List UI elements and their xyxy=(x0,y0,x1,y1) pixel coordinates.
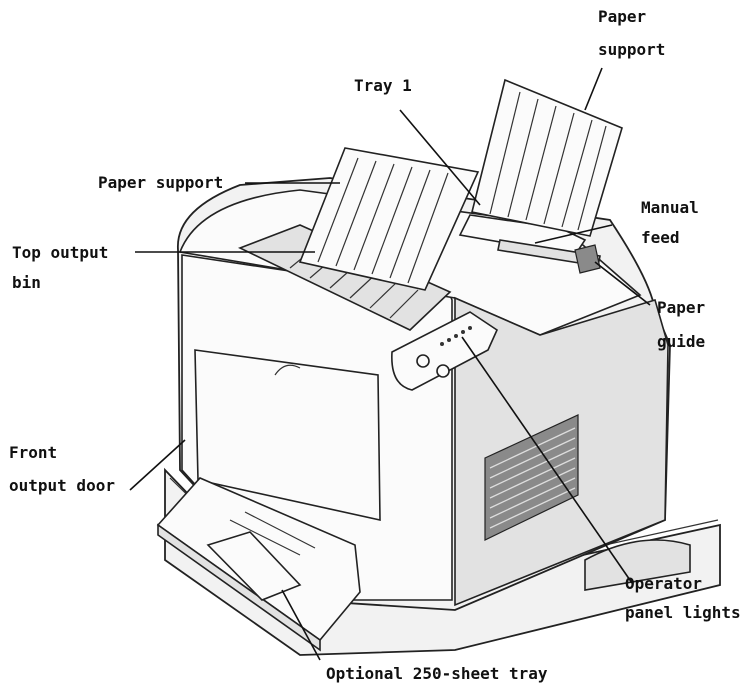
paper-guide-knob xyxy=(574,244,601,274)
left-support-ribs xyxy=(317,157,449,284)
label-paper-support-right-line2: support xyxy=(598,40,665,59)
leader-optional-tray xyxy=(281,589,321,661)
label-manual-feed-line2: feed xyxy=(641,228,680,247)
optional-tray-front xyxy=(157,523,321,652)
label-tray-1: Tray 1 xyxy=(354,76,412,95)
operator-panel xyxy=(391,311,499,391)
label-top-output-bin-line1: Top output xyxy=(12,243,108,262)
label-paper-guide-line1: Paper xyxy=(657,298,705,317)
label-top-output-bin-line2: bin xyxy=(12,273,41,292)
front-door-handle xyxy=(274,364,301,376)
vent-slats xyxy=(489,427,576,529)
leader-operator-panel-lights xyxy=(461,336,633,584)
label-paper-guide-line2: guide xyxy=(657,332,705,351)
label-manual-feed-line1: Manual xyxy=(641,198,699,217)
leader-paper-support-right xyxy=(584,67,603,111)
operator-button-1 xyxy=(416,354,430,368)
label-operator-panel-lights-line2: panel lights xyxy=(625,603,741,622)
leader-paper-guide xyxy=(594,261,651,306)
operator-button-2 xyxy=(436,364,450,378)
label-operator-panel-lights-line1: Operator xyxy=(625,574,702,593)
label-paper-support-left: Paper support xyxy=(98,173,223,192)
leader-front-output-door xyxy=(129,439,186,491)
printer-illustration xyxy=(156,78,721,656)
label-front-output-door-line2: output door xyxy=(9,476,115,495)
leader-manual-feed xyxy=(534,224,613,244)
label-optional-tray: Optional 250-sheet tray xyxy=(326,664,548,683)
optional-tray-handle xyxy=(206,531,302,601)
operator-lights xyxy=(440,326,472,346)
label-front-output-door-line1: Front xyxy=(9,443,57,462)
right-support-ribs xyxy=(489,91,607,231)
right-paper-support xyxy=(471,78,623,237)
callout-labels: Paper support Tray 1 Paper support Manua… xyxy=(9,7,741,683)
leader-lines xyxy=(129,67,651,661)
left-paper-support xyxy=(298,147,480,291)
leader-tray-1 xyxy=(399,109,481,206)
front-output-door-panel xyxy=(194,349,381,521)
tray-guide-lines xyxy=(229,511,316,556)
label-paper-support-right-line1: Paper xyxy=(598,7,646,26)
